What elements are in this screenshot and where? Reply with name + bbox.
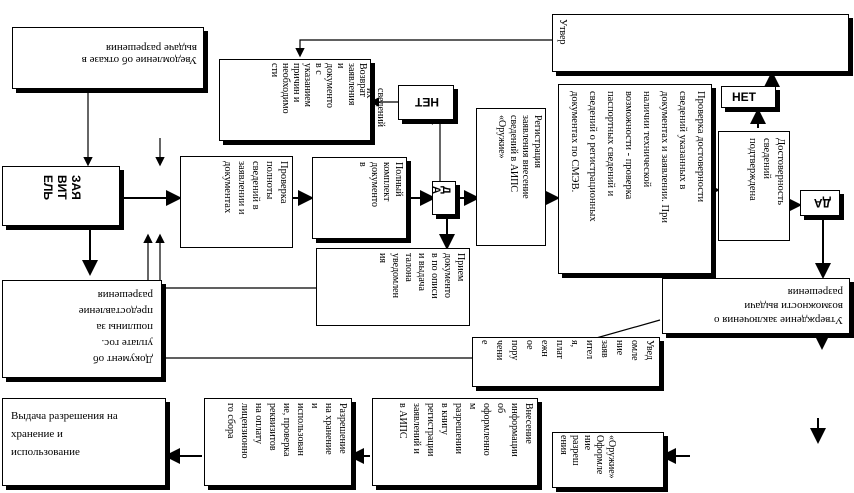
refusal-notice-box: Уведомление об отказе в выдаче разрешени… bbox=[12, 27, 204, 89]
issue-permit-label: Выдача разрешения на хранение и использо… bbox=[11, 410, 118, 458]
no-decision-label: НЕТ bbox=[415, 95, 439, 109]
verification-box: Проверка достоверности сведений указанны… bbox=[558, 84, 712, 274]
arrow bbox=[295, 39, 552, 58]
impossibility-approval-box: Утвер ждени е закло чения о невозм ожнос… bbox=[552, 14, 849, 72]
issue-permit-box: Выдача разрешения на хранение и использо… bbox=[2, 398, 166, 486]
possibility-approval-box: Утверждение заключения о возможности выд… bbox=[662, 278, 850, 334]
registration-label: Регистрация заявления внесение сведений … bbox=[496, 115, 543, 199]
possibility-approval-label: Утверждение заключения о возможности выд… bbox=[714, 286, 843, 326]
return-application-label: Возврат заявления и документо в с указан… bbox=[269, 63, 368, 114]
permit-processing-label: «Оружие» Оформле ние разреш ения bbox=[558, 435, 617, 479]
register-entry-label: Внесение информации об оформленно м разр… bbox=[397, 403, 534, 457]
svedeniy-label: сведений их bbox=[364, 88, 386, 127]
register-entry-box: Внесение информации об оформленно м разр… bbox=[372, 398, 538, 486]
permit-processing-box: «Оружие» Оформле ние разреш ения bbox=[552, 432, 664, 488]
no-decision-box: НЕТ bbox=[398, 85, 454, 120]
impossibility-approval-label: Утвер ждени е закло чения о невозм ожнос… bbox=[557, 19, 568, 45]
document-intake-box: Прием документо в по описи и выдача тало… bbox=[316, 248, 470, 326]
permit-check-box: Разрешение на хранение и использован ие,… bbox=[204, 398, 352, 486]
fee-document-box: Документ об уплате гос. пошлины за предо… bbox=[2, 280, 162, 378]
completeness-check-box: Проверка полноты сведений в заявлении и … bbox=[180, 156, 293, 248]
no-right-label: НЕТ bbox=[732, 90, 756, 104]
yes-right-box: ДА bbox=[800, 190, 840, 216]
complete-set-label: Полный комплект документо в bbox=[357, 162, 404, 208]
fee-document-label: Документ об уплате гос. пошлины за предо… bbox=[78, 289, 153, 365]
document-intake-label: Прием документо в по описи и выдача тало… bbox=[377, 253, 466, 299]
permit-check-label: Разрешение на хранение и использован ие,… bbox=[225, 403, 348, 459]
applicant-box: ЗАЯ ВИТ ЕЛЬ bbox=[2, 166, 120, 226]
reliability-confirmed-label: Достоверность сведений подтверждена bbox=[747, 138, 786, 206]
no-right-box: НЕТ bbox=[721, 86, 776, 108]
yes-mid-box: Д А bbox=[432, 181, 456, 215]
arrow bbox=[423, 115, 441, 182]
payment-notice-label: Увед омле ние заяв ител я, плат ежн ое п… bbox=[479, 340, 655, 361]
completeness-check-label: Проверка полноты сведений в заявлении и … bbox=[222, 161, 289, 215]
refusal-notice-label: Уведомление об отказе в выдаче разрешени… bbox=[81, 42, 197, 66]
reliability-confirmed-box: Достоверность сведений подтверждена bbox=[718, 131, 790, 241]
registration-box: Регистрация заявления внесение сведений … bbox=[476, 108, 546, 246]
yes-mid-label: Д А bbox=[433, 186, 452, 194]
applicant-label: ЗАЯ ВИТ ЕЛЬ bbox=[41, 175, 83, 201]
yes-right-label: ДА bbox=[813, 196, 831, 210]
return-application-box: Возврат заявления и документо в с указан… bbox=[219, 59, 371, 141]
verification-label: Проверка достоверности сведений указанны… bbox=[569, 91, 706, 223]
complete-set-box: Полный комплект документо в bbox=[312, 157, 407, 239]
payment-notice-box: Увед омле ние заяв ител я, плат ежн ое п… bbox=[472, 337, 660, 387]
